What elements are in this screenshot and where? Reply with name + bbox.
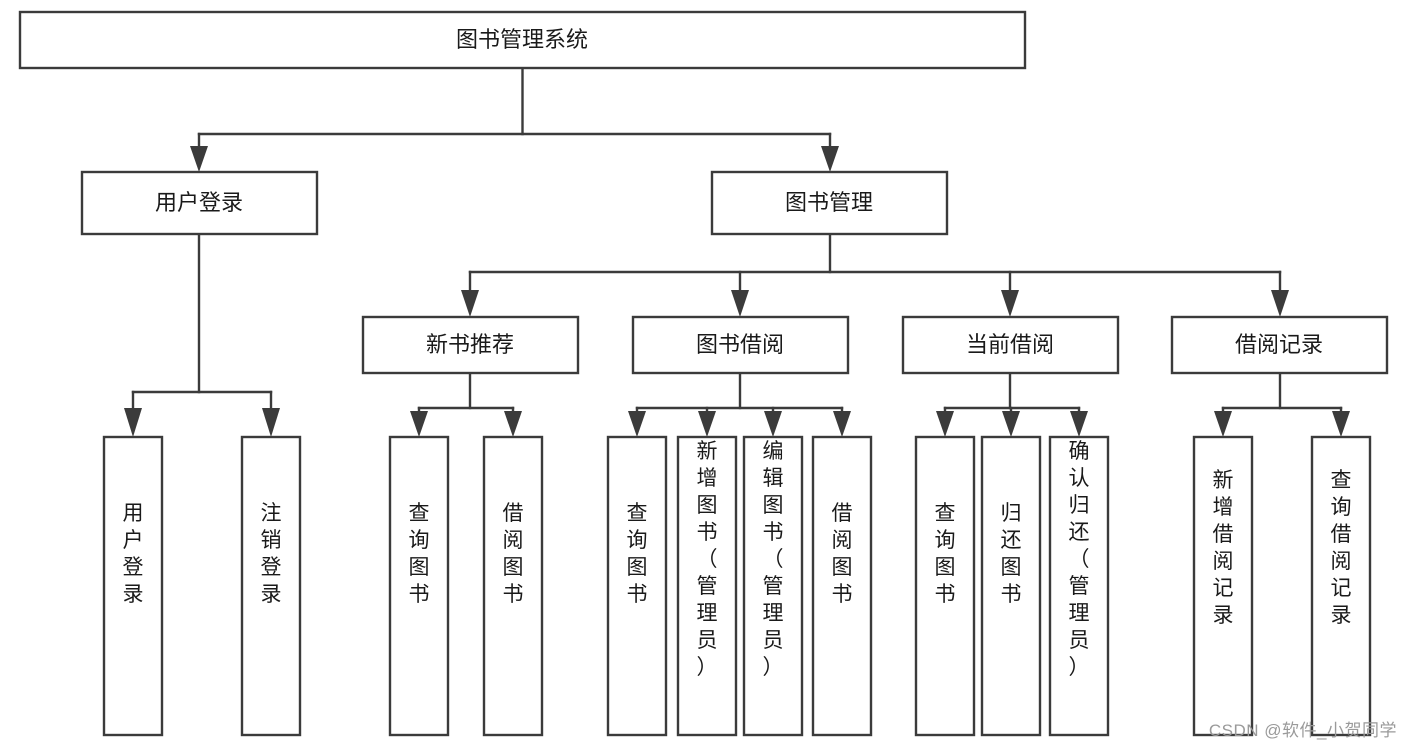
node-book-borrow-label: 图书借阅 (696, 332, 784, 357)
node-book-management-label: 图书管理 (785, 190, 873, 215)
leaf-box[interactable] (980, 435, 1042, 737)
leaf-label: 注销登录 (261, 502, 282, 606)
node-borrow-record[interactable]: 借阅记录 (1170, 315, 1389, 375)
node-root-box[interactable] (18, 10, 1027, 70)
leaf-node[interactable]: 借阅图书 (811, 435, 873, 737)
leaf-label: 查询借阅记录 (1331, 469, 1352, 627)
connector-layer (124, 66, 1350, 437)
node-current-borrow-label: 当前借阅 (966, 332, 1054, 357)
leaf-node[interactable]: 查询借阅记录 (1310, 435, 1372, 737)
leaf-box[interactable] (240, 435, 302, 737)
arrow-newbook-leaf-2 (504, 411, 522, 437)
leaf-box[interactable] (1048, 435, 1110, 737)
leaf-node[interactable]: 新增图书（管理员） (676, 435, 738, 737)
leaf-node[interactable]: 查询图书 (914, 435, 976, 737)
leaf-node[interactable]: 用户登录 (102, 435, 164, 737)
leaf-label: 归还图书 (1001, 502, 1022, 606)
arrow-newbook-leaf-1 (410, 411, 428, 437)
leaf-box[interactable] (388, 435, 450, 737)
node-root[interactable]: 图书管理系统 (18, 10, 1027, 70)
node-current-borrow[interactable]: 当前借阅 (901, 315, 1120, 375)
arrow-record-leaf-1 (1214, 411, 1232, 437)
leaf-box[interactable] (606, 435, 668, 737)
arrow-bm-to-record (1271, 290, 1289, 317)
node-new-book-recommend-box[interactable] (361, 315, 580, 375)
node-new-book-recommend-label: 新书推荐 (426, 332, 514, 357)
arrow-bm-to-current (1001, 290, 1019, 317)
leaf-label: 查询图书 (409, 502, 430, 606)
leaf-box[interactable] (482, 435, 544, 737)
arrow-borrow-leaf-2 (698, 411, 716, 437)
leaf-node[interactable]: 借阅图书 (482, 435, 544, 737)
leaf-label: 查询图书 (935, 502, 956, 606)
node-user-login[interactable]: 用户登录 (80, 170, 319, 236)
node-borrow-record-label: 借阅记录 (1235, 332, 1323, 357)
arrow-current-leaf-3 (1070, 411, 1088, 437)
arrow-borrow-leaf-3 (764, 411, 782, 437)
arrow-bm-to-newbook (461, 290, 479, 317)
node-current-borrow-box[interactable] (901, 315, 1120, 375)
arrow-record-leaf-2 (1332, 411, 1350, 437)
leaf-node[interactable]: 查询图书 (606, 435, 668, 737)
leaf-node-layer: 用户登录 注销登录 查询图书 借阅图书 查询图书 新增图书 (102, 435, 1372, 737)
leaf-box[interactable] (102, 435, 164, 737)
leaf-box[interactable] (742, 435, 804, 737)
leaf-label: 查询图书 (627, 502, 648, 606)
arrow-current-leaf-2 (1002, 411, 1020, 437)
arrow-borrow-leaf-4 (833, 411, 851, 437)
leaf-node[interactable]: 编辑图书（管理员） (742, 435, 804, 737)
node-user-login-box[interactable] (80, 170, 319, 236)
arrow-borrow-leaf-1 (628, 411, 646, 437)
arrow-login-leaf-2 (262, 408, 280, 437)
leaf-box[interactable] (676, 435, 738, 737)
leaf-label: 编辑图书（管理员） (763, 440, 784, 679)
arrow-current-leaf-1 (936, 411, 954, 437)
leaf-box[interactable] (914, 435, 976, 737)
leaf-label: 确认归还（管理员） (1069, 440, 1090, 679)
leaf-label: 新增借阅记录 (1213, 469, 1234, 627)
arrow-login-leaf-1 (124, 408, 142, 437)
leaf-box[interactable] (1310, 435, 1372, 737)
node-book-management[interactable]: 图书管理 (710, 170, 949, 236)
leaf-node[interactable]: 新增借阅记录 (1192, 435, 1254, 737)
node-root-label: 图书管理系统 (456, 27, 588, 52)
node-book-borrow[interactable]: 图书借阅 (631, 315, 850, 375)
node-book-borrow-box[interactable] (631, 315, 850, 375)
leaf-node[interactable]: 确认归还（管理员） (1048, 435, 1110, 737)
node-borrow-record-box[interactable] (1170, 315, 1389, 375)
node-book-management-box[interactable] (710, 170, 949, 236)
leaf-label: 借阅图书 (832, 502, 853, 606)
arrow-root-to-login (190, 146, 208, 172)
leaf-label: 用户登录 (123, 502, 144, 606)
leaf-box[interactable] (811, 435, 873, 737)
arrow-root-to-bookmgmt (821, 146, 839, 172)
arrow-bm-to-borrow (731, 290, 749, 317)
node-new-book-recommend[interactable]: 新书推荐 (361, 315, 580, 375)
leaf-node[interactable]: 查询图书 (388, 435, 450, 737)
leaf-node[interactable]: 归还图书 (980, 435, 1042, 737)
leaf-label: 新增图书（管理员） (697, 440, 718, 679)
leaf-box[interactable] (1192, 435, 1254, 737)
leaf-node[interactable]: 注销登录 (240, 435, 302, 737)
leaf-label: 借阅图书 (503, 502, 524, 606)
node-user-login-label: 用户登录 (155, 190, 243, 215)
